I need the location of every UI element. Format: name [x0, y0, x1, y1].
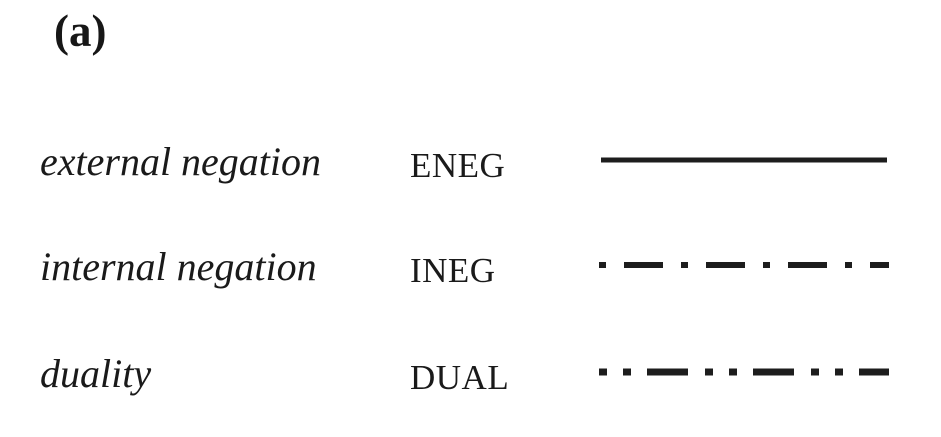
panel-label: (a) [54, 6, 107, 56]
dot-dot-dash-line-sample [599, 368, 889, 376]
relation-name: external negation [40, 139, 322, 184]
dash-dot-line-sample [599, 262, 889, 268]
legend-row-internal-negation: internal negation INEG [0, 240, 941, 302]
relation-name: internal negation [40, 244, 317, 289]
relation-name: duality [40, 351, 152, 396]
relation-code: INEG [410, 251, 496, 290]
solid-line-sample [601, 157, 887, 163]
legend-row-duality: duality DUAL [0, 347, 941, 409]
relation-code: DUAL [410, 358, 510, 397]
relation-code: ENEG [410, 146, 506, 185]
legend-row-external-negation: external negation ENEG [0, 135, 941, 197]
